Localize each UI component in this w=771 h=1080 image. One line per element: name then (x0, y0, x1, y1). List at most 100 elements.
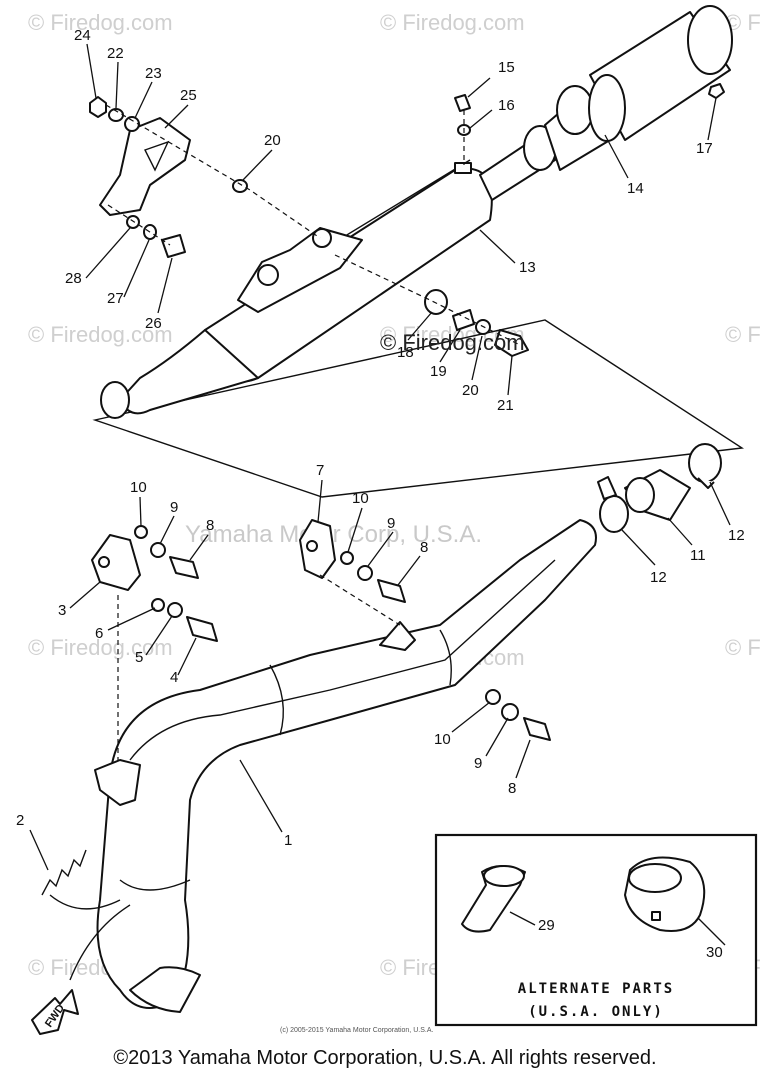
callout-27: 27 (107, 290, 124, 307)
callout-12: 12 (728, 527, 745, 544)
callout-10: 10 (130, 479, 147, 496)
joint-11-ring (625, 477, 655, 513)
part-30-hole (651, 911, 661, 921)
leader-line (29, 829, 49, 871)
bracket-hole (257, 264, 279, 286)
callout-20: 20 (462, 382, 479, 399)
part-29-flange (483, 865, 525, 887)
leader-line (134, 81, 153, 119)
leader-line (157, 257, 173, 314)
bolt-8 (377, 579, 406, 603)
leader-line (451, 701, 491, 733)
leader-line (239, 759, 283, 833)
chamber-bend-line (119, 879, 191, 891)
callout-10: 10 (352, 490, 369, 507)
collar-19 (452, 309, 475, 331)
callout-25: 25 (180, 87, 197, 104)
assembly-outline (92, 319, 745, 498)
callout-16: 16 (498, 97, 515, 114)
watermark: © Firedog.com (28, 10, 173, 35)
callout-18: 18 (397, 344, 414, 361)
washer-28 (126, 215, 140, 229)
callout-12: 12 (650, 569, 667, 586)
chamber-mount-tab (379, 621, 416, 651)
leader-line (515, 739, 531, 779)
leader-line (467, 77, 491, 98)
part-30-ring-opening (628, 863, 682, 893)
leader-line (709, 481, 731, 526)
leader-line (317, 479, 323, 523)
leader-line (439, 329, 461, 363)
leader-line (479, 229, 516, 264)
silencer-end-cap (687, 5, 733, 75)
collar-20 (232, 179, 248, 193)
leader-line (469, 109, 493, 129)
strap-line (69, 904, 131, 981)
leader-line (177, 637, 197, 676)
bracket-3-hole (98, 556, 110, 568)
callout-26: 26 (145, 315, 162, 332)
callout-13: 13 (519, 259, 536, 276)
bolt-21 (494, 329, 529, 357)
clamp-12 (599, 495, 629, 533)
callout-23: 23 (145, 65, 162, 82)
center-watermark: © Firedog.com (380, 330, 525, 355)
leader-line (69, 581, 101, 609)
callout-30: 30 (706, 944, 723, 961)
callout-8: 8 (420, 539, 428, 556)
assembly-line (107, 204, 171, 246)
callout-1: 1 (284, 832, 292, 849)
callout-8: 8 (206, 517, 214, 534)
nut-24 (89, 96, 107, 118)
callout-9: 9 (474, 755, 482, 772)
washer-9 (357, 565, 373, 581)
leader-line (189, 534, 209, 561)
alternate-parts-subtitle: (U.S.A. ONLY) (528, 1004, 664, 1020)
leader-line (107, 607, 156, 631)
leader-line (407, 311, 433, 341)
bolt-8 (523, 717, 551, 741)
muffler-inlet-opening (100, 381, 130, 419)
callout-11: 11 (690, 547, 706, 564)
chamber-cone-line (269, 664, 285, 736)
callout-19: 19 (430, 363, 447, 380)
alternate-parts-title: ALTERNATE PARTS (518, 981, 674, 997)
spring-2 (41, 849, 87, 896)
bracket-hole (312, 228, 332, 248)
collar-10 (485, 689, 501, 705)
callout-15: 15 (498, 59, 515, 76)
watermark: © Firedog.com (28, 322, 173, 347)
nut-17 (708, 83, 725, 99)
watermark: © Firedog.com (380, 10, 525, 35)
leader-line (145, 615, 173, 656)
watermark: © F (725, 635, 761, 660)
small-copyright: (c) 2005-2015 Yamaha Motor Corporation, … (280, 1027, 433, 1034)
leader-line (471, 335, 483, 381)
leader-line (115, 61, 119, 109)
callout-4: 4 (170, 669, 178, 686)
watermark: © Firedog.com (28, 635, 173, 660)
clamp-12-bolt (597, 476, 617, 500)
header-flange (129, 966, 201, 1013)
washer-9 (501, 703, 519, 721)
leader-line (367, 531, 394, 567)
callout-10: 10 (434, 731, 451, 748)
leader-line (139, 496, 142, 527)
silencer-front-cap (588, 74, 626, 142)
leader-line (667, 517, 693, 546)
bracket-7-hole (306, 540, 318, 552)
collar-10 (340, 551, 354, 565)
callout-17: 17 (696, 140, 713, 157)
leader-line (164, 104, 189, 129)
callout-29: 29 (538, 917, 555, 934)
callout-9: 9 (387, 515, 395, 532)
leader-line (621, 529, 656, 566)
leader-line (397, 555, 421, 586)
callout-2: 2 (16, 812, 24, 829)
callout-14: 14 (627, 180, 644, 197)
bracket-25 (99, 117, 191, 216)
bolt-26 (161, 234, 186, 258)
washer-23 (124, 116, 140, 132)
clamp-12 (688, 443, 722, 483)
